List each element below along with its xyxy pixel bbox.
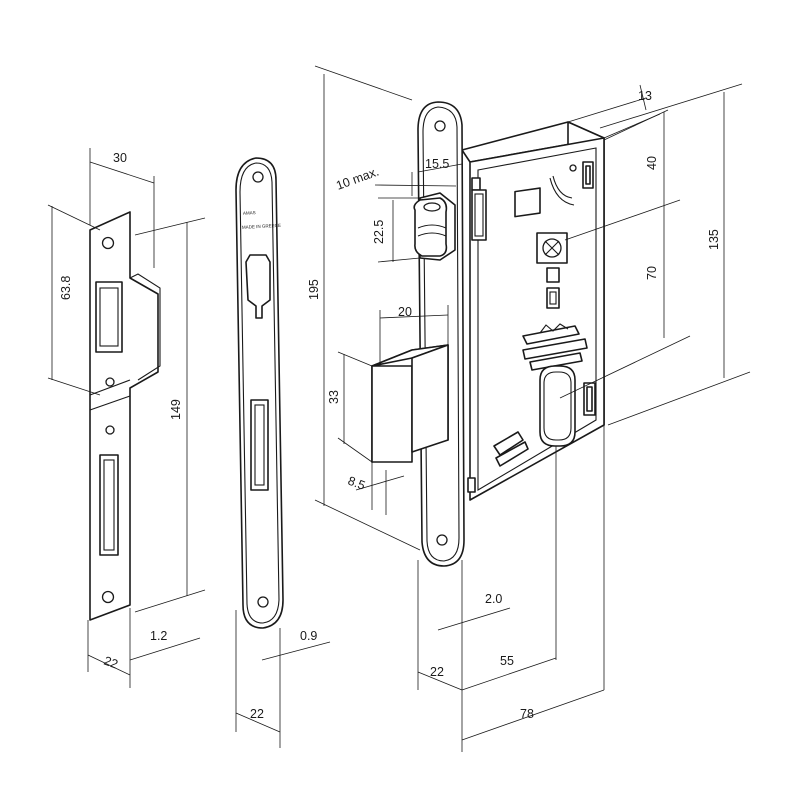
latch-mechanism [514,187,541,218]
forend-screw-hole-top [434,120,446,132]
faceplate-bolt-opening [250,399,269,491]
dim-lock-height: 195 [307,279,321,300]
strike-screw-hole-mid [105,377,115,387]
faceplate-screw-hole-top [252,171,264,183]
dead-bolt [371,344,449,463]
dim-faceplate-depth: 22 [250,707,264,721]
dim-spindle-to-cylinder: 70 [645,266,659,280]
strike-bolt-opening [99,454,119,556]
cylinder-hole [539,365,576,447]
dim-latch-height: 22.5 [372,220,386,244]
dim-bolt-throw: 20 [398,305,412,319]
strike-screw-hole-top [101,236,115,250]
dim-strike-height: 149 [169,399,183,420]
dim-latch-width: 15.5 [425,157,449,171]
dim-forend-thickness: 2.0 [485,592,502,606]
dim-strike-width: 30 [113,151,127,165]
forend-screw-hole-bottom [436,534,448,546]
faceplate-latch-opening [245,254,271,319]
dim-case-depth: 78 [520,707,534,721]
faceplate-screw-hole-bottom [257,596,269,608]
lock-case [461,121,605,501]
faceplate-origin-text: MADE IN GREECE [242,223,281,230]
dim-strike-depth: 22 [102,654,120,672]
lock-forend [417,101,465,567]
dimension-labels: 30 63.8 149 22 1.2 0.9 22 195 10 max. 15… [59,89,721,721]
dim-backset: 55 [500,654,514,668]
dim-forend-width: 22 [430,665,444,679]
strike-screw-hole-bottom [101,590,115,604]
spindle-follower [536,232,568,264]
latch-bolt [413,192,456,261]
faceplate-brand-text: AMAS [243,210,256,216]
dim-faceplate-thickness: 0.9 [300,629,317,643]
dim-strike-latch-height: 63.8 [59,276,73,300]
faceplate: AMAS MADE IN GREECE [235,157,284,629]
dim-bolt-thickness: 8.5 [346,474,367,493]
dim-top-to-spindle: 40 [645,156,659,170]
dim-case-height: 135 [707,229,721,250]
dim-case-thickness: 13 [638,89,652,103]
dim-latch-projection: 10 max. [334,164,381,192]
dim-strike-thickness: 1.2 [150,629,167,643]
dim-bolt-height: 33 [327,390,341,404]
strike-plate [89,211,161,621]
dimension-lines [47,65,751,752]
